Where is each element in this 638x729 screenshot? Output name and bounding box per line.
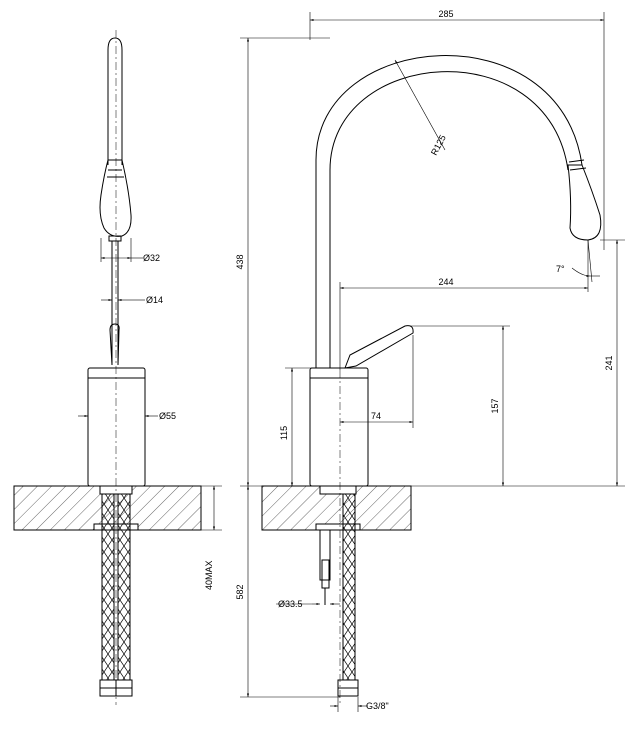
side-outlet	[108, 235, 122, 242]
side-view	[13, 30, 202, 705]
dim-neck-diameter: Ø14	[146, 295, 163, 305]
side-spout-tip	[99, 159, 132, 237]
dim-lever-length: 74	[371, 411, 381, 421]
dim-spout-reach: 244	[438, 277, 453, 287]
front-shank	[319, 529, 331, 581]
front-view	[261, 55, 602, 705]
side-body	[87, 367, 146, 487]
front-hose	[342, 493, 356, 681]
front-lever	[344, 325, 414, 369]
front-spout-tip	[567, 164, 602, 241]
side-hose-left	[101, 493, 115, 681]
dim-overall-width: 285	[438, 9, 453, 19]
dim-shank-diameter: Ø33.5	[278, 599, 303, 609]
dim-max-deck-thickness: 40MAX	[204, 560, 214, 590]
side-hose-right	[117, 493, 131, 681]
front-body	[309, 367, 369, 487]
side-spout-tube	[107, 37, 123, 165]
dim-body-height: 115	[279, 426, 289, 440]
dim-total-height: 438	[235, 254, 245, 269]
dim-body-diameter: Ø55	[159, 411, 176, 421]
front-spout-arc	[315, 55, 583, 368]
dim-hose-length: 582	[235, 584, 245, 599]
dim-tip-diameter: Ø32	[143, 253, 160, 263]
dim-lever-height: 157	[490, 398, 500, 413]
dim-thread: G3/8"	[366, 701, 389, 711]
dim-arc-radius: R125	[429, 133, 448, 157]
dim-spout-angle: 7°	[556, 264, 565, 274]
dim-outlet-height: 241	[604, 355, 614, 370]
side-lever	[109, 323, 120, 366]
